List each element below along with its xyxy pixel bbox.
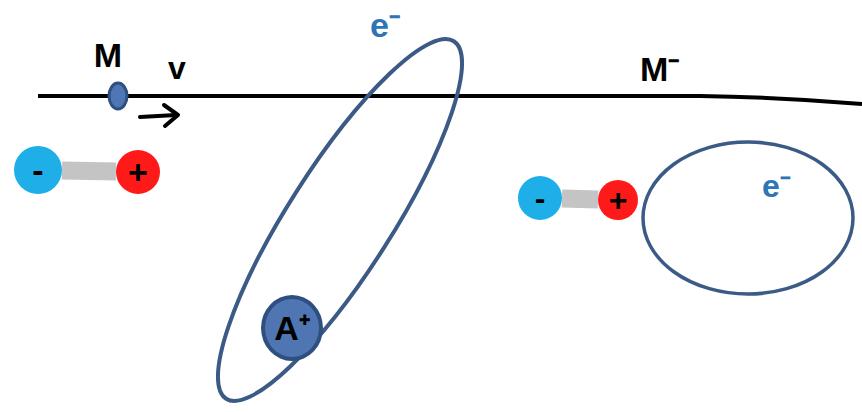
ion-label: A⁺ bbox=[274, 311, 310, 345]
ion-circle: A⁺ bbox=[261, 295, 323, 361]
velocity-arrow bbox=[140, 105, 178, 126]
anion-label: M⁻ bbox=[640, 52, 679, 86]
charge-sign: + bbox=[609, 184, 628, 216]
bound-orbit: e⁻ bbox=[640, 140, 856, 296]
charge-sign: - bbox=[32, 153, 43, 187]
velocity-label: v bbox=[168, 52, 186, 84]
charge-circle: + bbox=[116, 150, 160, 194]
dipole-bond bbox=[62, 170, 116, 171]
dipole-bond bbox=[562, 190, 598, 209]
molecule-node: M bbox=[88, 38, 148, 114]
rydberg-orbit: e⁻ A⁺ bbox=[212, 4, 468, 408]
charge-sign: + bbox=[128, 155, 148, 189]
trajectory-line bbox=[38, 96, 862, 104]
charge-sign: - bbox=[535, 182, 546, 214]
charge-circle: + bbox=[598, 180, 638, 220]
orbit-ellipse bbox=[212, 4, 468, 408]
electron-label: e⁻ bbox=[370, 8, 400, 42]
charge-circle: - bbox=[14, 146, 62, 194]
electron-label: e⁻ bbox=[762, 170, 791, 202]
charge-circle: - bbox=[518, 176, 562, 220]
orbit-circle bbox=[640, 140, 856, 296]
molecule-label: M bbox=[88, 38, 128, 72]
